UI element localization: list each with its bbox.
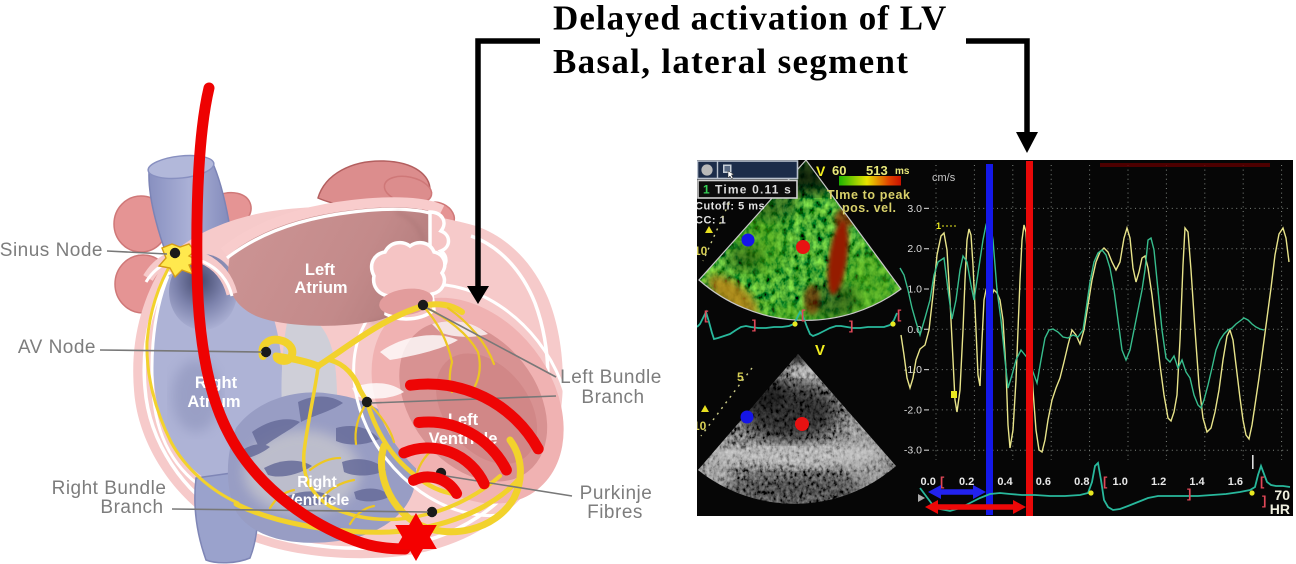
svg-text:1.4: 1.4 [1189,476,1205,488]
svg-text:2.0: 2.0 [907,243,922,255]
svg-text:0.8: 0.8 [1074,476,1089,488]
svg-text:[: [ [1260,474,1265,489]
svg-text:3.0: 3.0 [907,203,922,215]
svg-text:1.0: 1.0 [907,284,922,296]
svg-text:513: 513 [866,163,888,178]
svg-text:Left Bundle: Left Bundle [560,367,662,388]
svg-text:V: V [815,342,825,359]
svg-text:]: ] [752,317,756,332]
svg-text:Purkinje: Purkinje [580,483,653,504]
svg-text:Right: Right [297,474,337,491]
svg-text:]: ] [849,318,853,333]
svg-text:Fibres: Fibres [587,502,643,523]
svg-text:-1.0: -1.0 [904,364,922,376]
svg-text:Atrium: Atrium [294,279,347,297]
svg-text:1: 1 [936,221,941,231]
svg-text:60: 60 [832,163,846,178]
svg-text:AV Node: AV Node [18,337,96,358]
svg-text:]: ] [1262,493,1266,508]
svg-text:Basal, lateral segment: Basal, lateral segment [553,42,909,81]
svg-text:cm/s: cm/s [932,172,956,184]
svg-text:0.0: 0.0 [907,324,922,336]
svg-text:Cutoff: 5 ms: Cutoff: 5 ms [695,201,765,213]
svg-text:10: 10 [693,419,707,433]
svg-text:[: [ [897,307,902,322]
svg-text:-2.0: -2.0 [904,404,922,416]
svg-text:Sinus Node: Sinus Node [0,240,103,261]
svg-text:0.0: 0.0 [921,476,936,488]
svg-text:CC: 1: CC: 1 [695,215,726,227]
svg-text:[: [ [940,474,945,489]
svg-text:HR: HR [1270,501,1290,517]
svg-text:0.4: 0.4 [997,476,1013,488]
svg-text:pos. vel.: pos. vel. [842,201,897,215]
svg-text:10: 10 [694,244,708,258]
svg-text:5: 5 [737,370,744,384]
svg-text:0.2: 0.2 [959,476,974,488]
svg-text:Branch: Branch [100,497,163,518]
svg-text:[: [ [1103,474,1108,489]
svg-text:-3.0: -3.0 [904,445,922,457]
svg-text:1.6: 1.6 [1228,476,1243,488]
svg-text:TIme to peak: TIme to peak [827,188,911,202]
svg-text:1.2: 1.2 [1151,476,1166,488]
svg-text:ms: ms [895,166,910,177]
svg-text:[: [ [704,308,709,323]
svg-text:[: [ [801,307,806,322]
svg-text:V: V [816,163,826,179]
svg-text:Delayed activation of LV: Delayed activation of LV [553,0,947,38]
svg-text:Left: Left [305,261,336,279]
svg-text:70: 70 [1274,487,1290,503]
svg-text:Time 0.11 s: Time 0.11 s [715,183,792,197]
svg-text:Right Bundle: Right Bundle [52,478,167,499]
svg-text:Ventricle: Ventricle [285,492,350,509]
svg-text:0.6: 0.6 [1036,476,1051,488]
svg-text:1: 1 [703,183,710,197]
svg-text:1.0: 1.0 [1113,476,1128,488]
svg-text:]: ] [1187,486,1191,501]
svg-text:Branch: Branch [581,387,644,408]
